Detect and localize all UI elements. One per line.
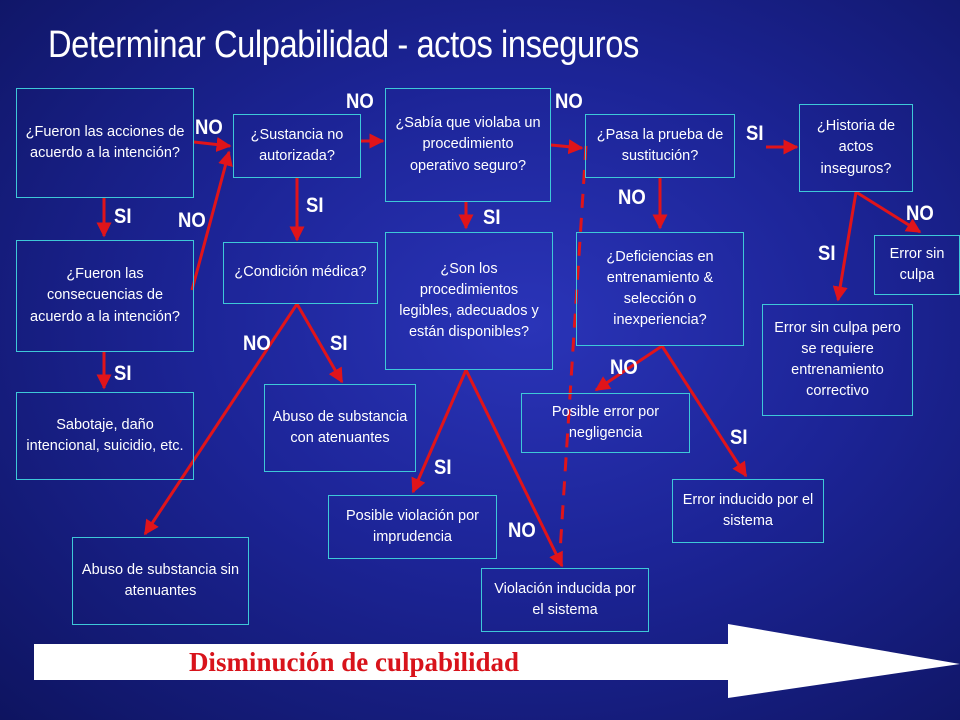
banner-arrow bbox=[34, 624, 960, 698]
box-sabia-violaba: ¿Sabía que violaba un procedimiento oper… bbox=[385, 88, 551, 202]
box-sabotaje: Sabotaje, daño intencional, suicidio, et… bbox=[16, 392, 194, 480]
label-no-deficiencias: NO bbox=[610, 356, 638, 379]
arrow-procedimientos-imprudencia bbox=[411, 369, 468, 494]
box-historia: ¿Historia de actos inseguros? bbox=[799, 104, 913, 192]
arrow-acciones-sustancia bbox=[193, 137, 232, 152]
box-error-inducido: Error inducido por el sistema bbox=[672, 479, 824, 543]
arrow-deficiencias-inducido bbox=[660, 345, 748, 478]
box-deficiencias: ¿Deficiencias en entrenamiento & selecci… bbox=[576, 232, 744, 346]
label-no-acciones: NO bbox=[195, 116, 223, 139]
box-violacion-sistema: Violación inducida por el sistema bbox=[481, 568, 649, 632]
label-no-sabia: NO bbox=[555, 90, 583, 113]
label-si-pasa: SI bbox=[746, 122, 764, 145]
box-abuso-sin-atenuantes: Abuso de substancia sin atenuantes bbox=[72, 537, 249, 625]
label-no-pasa: NO bbox=[618, 186, 646, 209]
box-error-entrenamiento: Error sin culpa pero se requiere entrena… bbox=[762, 304, 913, 416]
arrow-condicion-abuso-sin bbox=[143, 303, 299, 536]
label-si-historia: SI bbox=[818, 242, 836, 265]
banner-text: Disminución de culpabilidad bbox=[188, 646, 520, 677]
arrow-historia-entrenamiento bbox=[832, 191, 858, 302]
label-no-condicion: NO bbox=[243, 332, 271, 355]
arrow-procedimientos-sistema bbox=[464, 369, 564, 568]
page-title: Determinar Culpabilidad - actos inseguro… bbox=[48, 24, 639, 66]
box-error-negligencia: Posible error por negligencia bbox=[521, 393, 690, 453]
arrow-sabia-pasa-prueba bbox=[550, 139, 584, 155]
arrow-deficiencias-negligencia bbox=[594, 344, 663, 392]
label-si-condicion: SI bbox=[330, 332, 348, 355]
box-abuso-con-atenuantes: Abuso de substancia con atenuantes bbox=[264, 384, 416, 472]
box-error-sin-culpa: Error sin culpa bbox=[874, 235, 960, 295]
label-no-historia: NO bbox=[906, 202, 934, 225]
label-si-acciones: SI bbox=[114, 205, 132, 228]
arrow-condicion-abuso-con bbox=[295, 303, 344, 384]
label-no-procedimientos: NO bbox=[508, 519, 536, 542]
label-si-consecuencias: SI bbox=[114, 362, 132, 385]
box-violacion-imprudencia: Posible violación por imprudencia bbox=[328, 495, 497, 559]
arrow-historia-sin-culpa bbox=[855, 190, 922, 234]
arrow-consecuencias-sustancia bbox=[190, 150, 233, 291]
label-si-sustancia: SI bbox=[306, 194, 324, 217]
label-si-deficiencias: SI bbox=[730, 426, 748, 449]
box-son-procedimientos: ¿Son los procedimientos legibles, adecua… bbox=[385, 232, 553, 370]
box-condicion-medica: ¿Condición médica? bbox=[223, 242, 378, 304]
label-no-sustancia: NO bbox=[346, 90, 374, 113]
box-pasa-prueba: ¿Pasa la prueba de sustitución? bbox=[585, 114, 735, 178]
box-fueron-acciones: ¿Fueron las acciones de acuerdo a la int… bbox=[16, 88, 194, 198]
box-fueron-consecuencias: ¿Fueron las consecuencias de acuerdo a l… bbox=[16, 240, 194, 352]
label-si-procedimientos: SI bbox=[434, 456, 452, 479]
label-si-sabia: SI bbox=[483, 206, 501, 229]
box-sustancia: ¿Sustancia no autorizada? bbox=[233, 114, 361, 178]
dashed-divider bbox=[558, 145, 588, 553]
label-no-consecuencias: NO bbox=[178, 209, 206, 232]
